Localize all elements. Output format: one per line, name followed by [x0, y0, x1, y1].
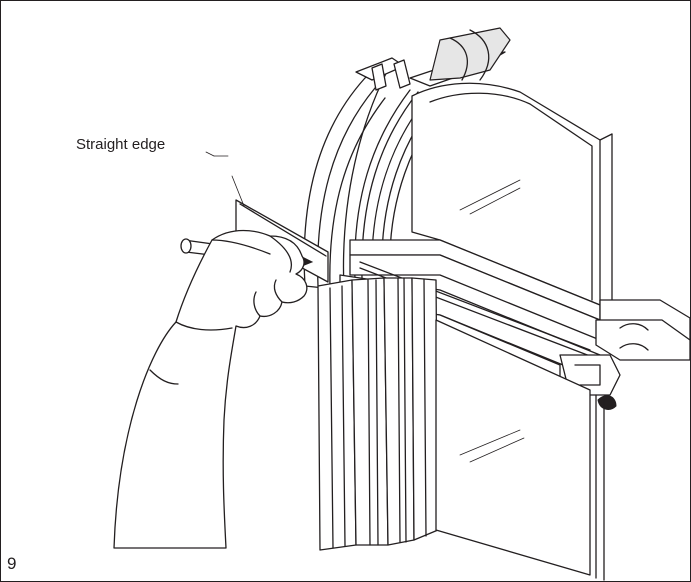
- hand-and-arm: [113, 229, 308, 549]
- glass-pane-lower: [435, 319, 605, 581]
- lower-jamb: [317, 277, 439, 551]
- glass-pane-upper: [411, 82, 613, 306]
- frame-top-profile: [355, 27, 511, 91]
- figure-number: 9: [7, 554, 17, 573]
- straight-edge-callout: Straight edge: [76, 136, 166, 153]
